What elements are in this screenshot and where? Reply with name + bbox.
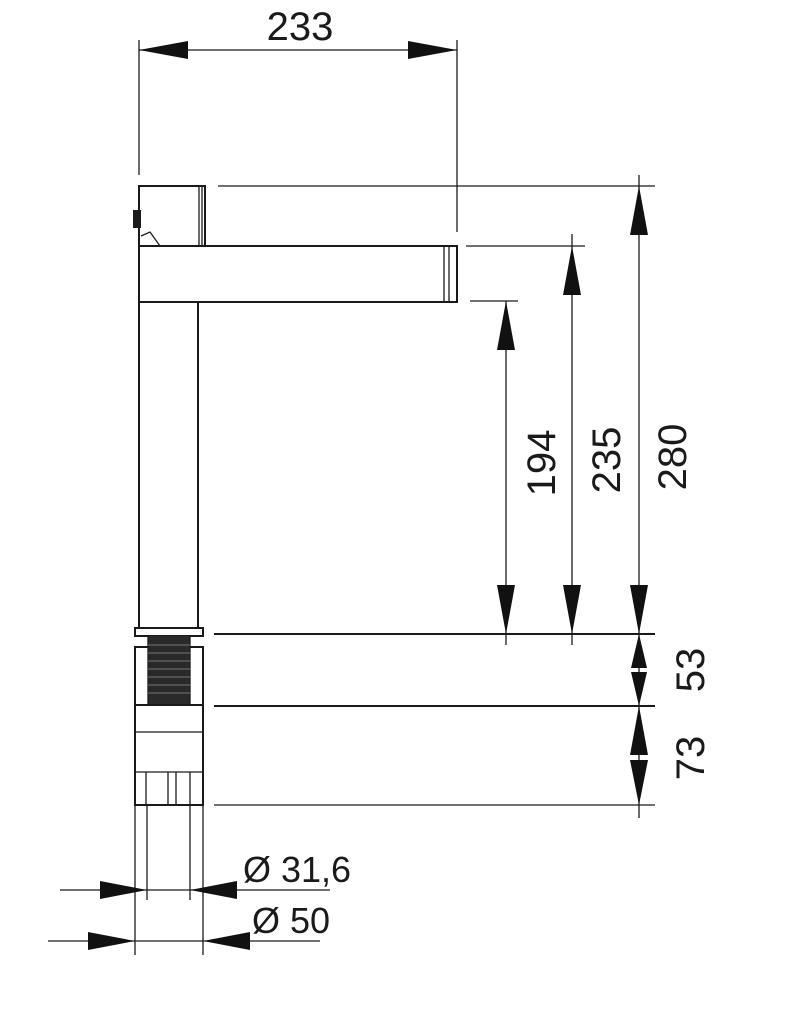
dimension-width-233: 233	[138, 5, 458, 232]
faucet-spout	[138, 245, 458, 303]
dimension-194: 194	[497, 301, 564, 645]
dimension-label-53: 53	[669, 648, 713, 693]
dimension-label-235: 235	[585, 427, 629, 494]
faucet-outline	[133, 185, 458, 955]
dimension-280: 280	[630, 175, 695, 818]
faucet-body	[138, 301, 199, 629]
faucet-handle	[138, 185, 206, 247]
dimension-235: 235	[563, 234, 629, 645]
dimension-diameter-50: Ø 50	[48, 900, 330, 950]
dimension-label-diameter-31-6: Ø 31,6	[243, 849, 351, 890]
dimension-label-280: 280	[651, 424, 695, 491]
mounting-nut	[134, 704, 204, 806]
dimension-diameter-31-6: Ø 31,6	[60, 849, 351, 899]
dimension-label-diameter-50: Ø 50	[252, 900, 330, 941]
threaded-shank	[134, 636, 204, 706]
lever-indicator	[133, 210, 141, 228]
base-ring	[134, 627, 204, 637]
dimension-label-73: 73	[669, 736, 713, 781]
dimension-53: 53	[631, 634, 713, 706]
extension-lines	[214, 185, 655, 806]
dimension-label-233: 233	[267, 5, 334, 49]
dimension-label-194: 194	[520, 430, 564, 497]
dimension-73: 73	[630, 706, 713, 805]
